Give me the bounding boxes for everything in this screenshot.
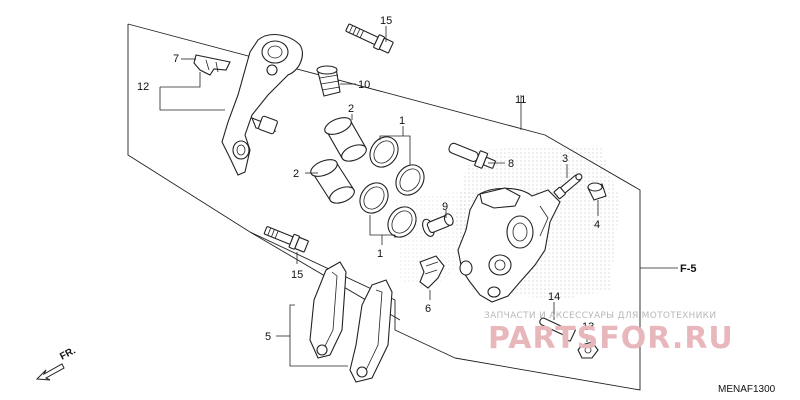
callout-13: 13	[582, 321, 594, 333]
pad-pin-14[interactable]	[538, 314, 576, 342]
callout-8: 8	[508, 158, 514, 170]
callout-10: 10	[358, 79, 370, 91]
callout-5: 5	[265, 331, 271, 343]
pin-boot-9[interactable]	[420, 210, 455, 238]
callout-6: 6	[425, 303, 431, 315]
assembly-boundary-lines	[127, 23, 641, 391]
callout-7: 7	[173, 53, 179, 65]
callout-12: 12	[137, 81, 149, 93]
callout-1-bot: 1	[377, 248, 383, 260]
callout-15-bottom: 15	[291, 269, 303, 281]
caliper-body-11[interactable]	[457, 187, 561, 303]
front-direction-arrow	[35, 363, 65, 381]
piston-2-upper[interactable]	[322, 114, 368, 164]
pad-spring-clip-7[interactable]	[193, 54, 231, 76]
caliper-bracket-12[interactable]	[221, 34, 303, 176]
callout-2-top: 2	[348, 103, 354, 115]
watermark-tagline: ЗАПЧАСТИ И АКСЕССУАРЫ ДЛЯ МОТОТЕХНИКИ	[484, 311, 716, 321]
reference-f5: F-5	[680, 263, 697, 275]
bleeder-cap-4[interactable]	[587, 182, 607, 201]
callout-2-mid: 2	[293, 168, 299, 180]
callout-3: 3	[562, 153, 568, 165]
watermark: ЗАПЧАСТИ И АКСЕССУАРЫ ДЛЯ МОТОТЕХНИКИ PA…	[484, 311, 734, 356]
diagram-code: MENAF1300	[718, 384, 776, 395]
front-label: FR.	[58, 345, 78, 362]
piston-2-lower[interactable]	[308, 156, 356, 206]
watermark-brand: PARTSFOR.RU	[488, 321, 734, 356]
slide-pin-8[interactable]	[447, 139, 497, 172]
bolt-15-bottom[interactable]	[263, 224, 309, 253]
pad-pin-plug-13[interactable]	[577, 341, 599, 359]
brake-pads-5[interactable]	[309, 261, 393, 383]
callout-4: 4	[594, 219, 600, 231]
boot-10[interactable]	[316, 65, 341, 97]
piston-seals-1-lower[interactable]	[354, 177, 422, 242]
callout-11: 11	[515, 94, 526, 106]
callout-14: 14	[548, 291, 560, 303]
bolt-15-top[interactable]	[344, 21, 394, 54]
callout-9: 9	[442, 201, 448, 213]
callout-1-top: 1	[399, 115, 405, 127]
callout-15-top: 15	[380, 15, 392, 27]
bleeder-screw-3[interactable]	[553, 172, 584, 200]
piston-seals-1-upper[interactable]	[364, 131, 430, 200]
pad-retainer-6[interactable]	[419, 255, 445, 289]
